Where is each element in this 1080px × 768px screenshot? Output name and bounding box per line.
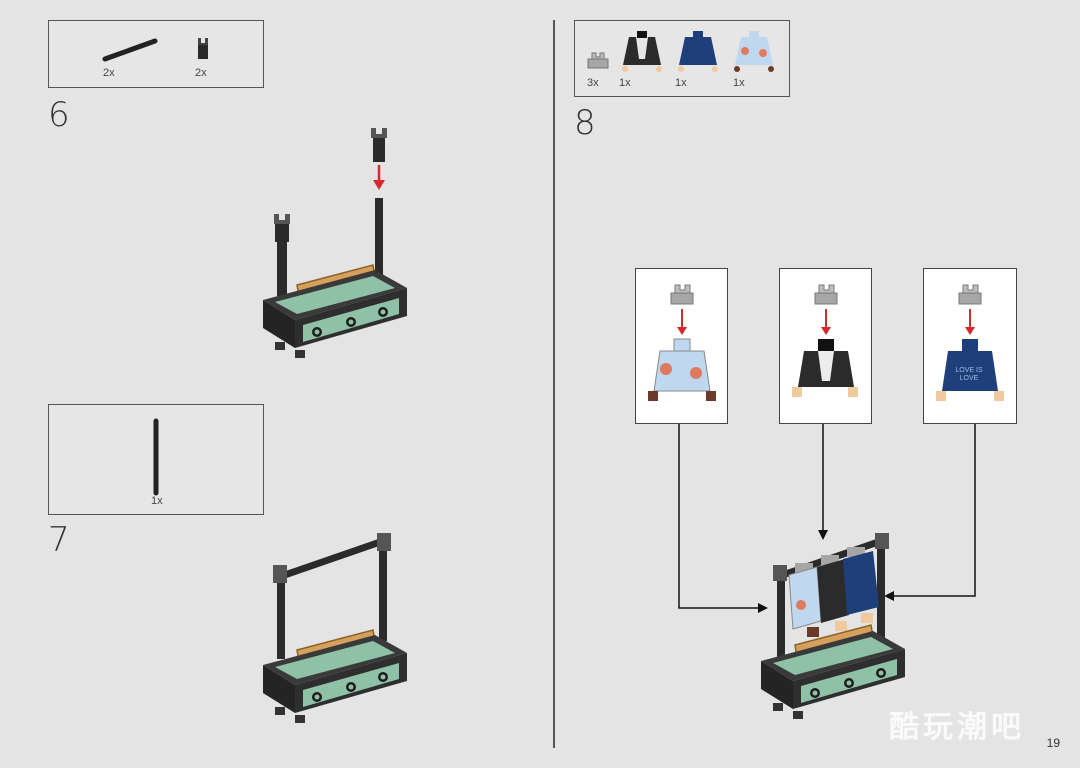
step6-parts-box: 2x 2x [48,20,264,88]
navy-love-torso-icon [678,31,718,72]
step8-part1-qty: 3x [587,77,599,89]
subassembly-navy-card: LOVE IS LOVE [923,268,1017,424]
step7-parts-box: 1x [48,404,264,515]
black-jacket-torso-icon [622,31,662,72]
subassembly-floral-card [635,268,728,424]
step8-part2-qty: 1x [619,77,631,89]
step8-part3-qty: 1x [675,77,687,89]
step8-part4-qty: 1x [733,77,745,89]
step8-model-illustration [761,533,905,719]
step7-number: 7 [48,520,70,560]
page-divider [553,20,555,748]
love-is-love-print: LOVE IS LOVE [955,367,983,382]
assembly-connector-arrows [678,424,976,613]
subassembly-black-jacket-card [779,268,872,424]
black-jacket-attach-illustration [792,284,858,397]
black-bar-icon [102,38,158,62]
step7-model-illustration: XXXX [263,533,407,723]
step6-model-illustration: XXXX [263,128,407,358]
long-bar-icon [153,418,159,496]
step8-parts-box: 3x 1x 1x 1x [574,20,790,97]
floral-torso-attach-illustration [648,284,716,401]
navy-torso-attach-illustration [936,284,1004,401]
step7-part1-qty: 1x [151,495,163,507]
watermark-text: 酷玩潮吧 [889,711,1025,744]
gray-clip-icon [587,52,609,69]
step6-number: 6 [48,95,70,135]
clip-holder-icon [198,38,208,59]
step8-number: 8 [574,103,596,143]
step6-part2-qty: 2x [195,67,207,79]
step6-part1-qty: 2x [103,67,115,79]
floral-torso-icon [734,31,774,72]
page-number: 19 [1046,736,1060,750]
